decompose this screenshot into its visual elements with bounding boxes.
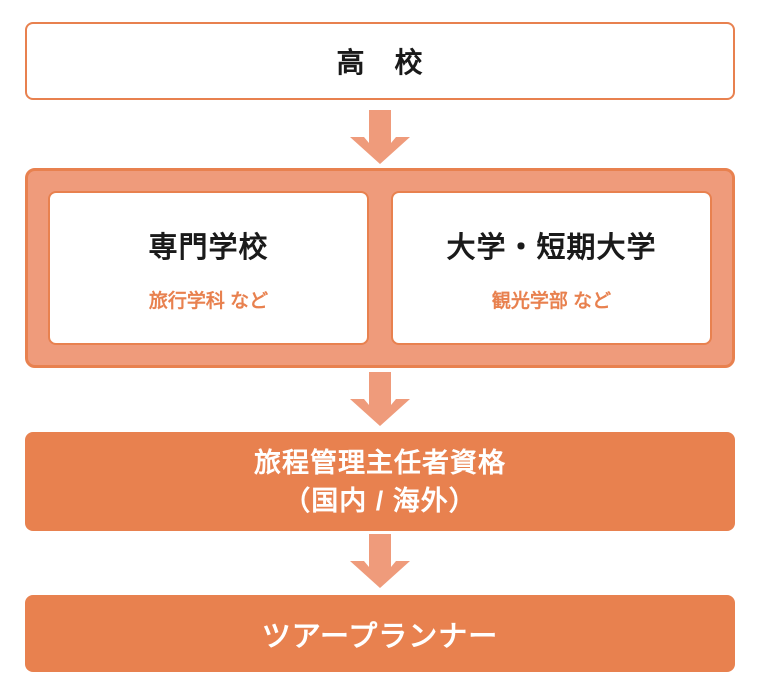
university-card: 大学・短期大学 観光学部 など bbox=[391, 191, 712, 345]
education-options-container: 専門学校 旅行学科 など 大学・短期大学 観光学部 など bbox=[25, 168, 735, 368]
vocational-school-title: 専門学校 bbox=[148, 231, 269, 264]
qualification-box: 旅程管理主任者資格 （国内 / 海外） bbox=[25, 432, 735, 531]
arrow-down-icon bbox=[350, 534, 410, 588]
vocational-school-card: 専門学校 旅行学科 など bbox=[48, 191, 369, 345]
high-school-box: 高 校 bbox=[25, 22, 735, 100]
qualification-line2: （国内 / 海外） bbox=[283, 485, 477, 516]
university-subtitle: 観光学部 など bbox=[491, 290, 612, 312]
vocational-school-subtitle: 旅行学科 など bbox=[148, 290, 269, 312]
high-school-label: 高 校 bbox=[336, 47, 424, 78]
career-box: ツアープランナー bbox=[25, 595, 735, 672]
career-label: ツアープランナー bbox=[261, 620, 499, 653]
arrow-down-icon bbox=[350, 110, 410, 164]
university-title: 大学・短期大学 bbox=[446, 231, 657, 264]
arrow-down-icon bbox=[350, 372, 410, 426]
qualification-line1: 旅程管理主任者資格 bbox=[254, 447, 506, 478]
